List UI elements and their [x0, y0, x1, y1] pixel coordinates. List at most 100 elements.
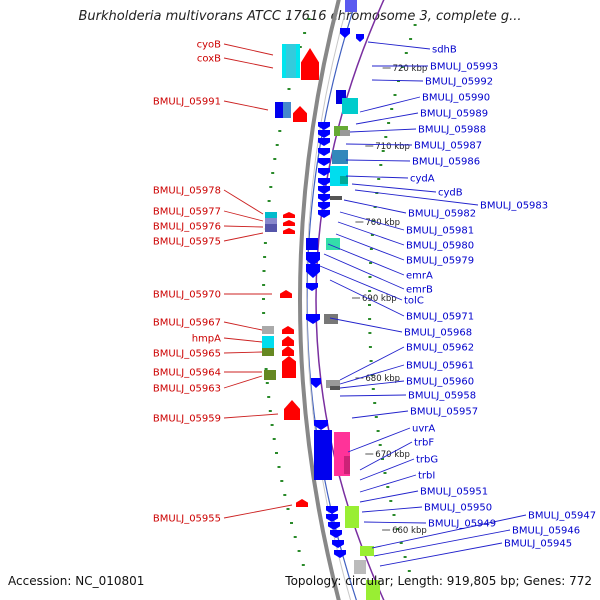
- gene-label-reverse: BMULJ_05955: [153, 514, 221, 525]
- gc-dot-right: [396, 528, 399, 530]
- gc-dot-right: [387, 122, 391, 124]
- leader-line-reverse: [223, 210, 264, 222]
- gc-dot-left: [298, 46, 302, 48]
- leader-line-forward: [349, 128, 417, 133]
- gc-dot-right: [368, 276, 372, 278]
- gc-dot-right: [384, 136, 388, 138]
- feature-box: [324, 314, 338, 324]
- leader-line-reverse: [223, 337, 263, 343]
- feature-box: [330, 196, 342, 200]
- leader-line-forward: [319, 265, 403, 301]
- gene-label-forward: trbG: [416, 455, 438, 466]
- feature-arrow-forward: [318, 194, 330, 202]
- gc-dot-right: [374, 416, 378, 418]
- gc-dot-right: [404, 52, 408, 54]
- accession-text: Accession: NC_010801: [8, 574, 145, 588]
- feature-coxB: [301, 48, 319, 80]
- feature-box: [262, 336, 274, 348]
- feature-arrow-forward: [356, 34, 364, 42]
- gene-label-forward: cydA: [410, 174, 435, 185]
- gene-label-forward: BMULJ_05971: [406, 312, 474, 323]
- gene-label-reverse: BMULJ_05978: [153, 186, 221, 197]
- gc-dot-left: [287, 88, 291, 90]
- gc-dot-left: [271, 172, 275, 174]
- feature-arrow-forward: [314, 420, 328, 430]
- leader-line-reverse: [223, 504, 293, 519]
- feature-arrow-forward: [318, 210, 330, 218]
- feature-05991: [293, 106, 307, 122]
- feature-arrow-forward: [306, 252, 320, 266]
- gc-dot-left: [307, 18, 311, 20]
- feature-box: [332, 150, 348, 164]
- feature-box: [282, 366, 296, 378]
- gc-dot-left: [278, 130, 282, 132]
- leader-line-forward: [345, 159, 411, 162]
- gene-label-forward: emrA: [406, 271, 433, 282]
- feature-box: [275, 102, 283, 118]
- feature-box: [336, 90, 346, 104]
- leader-line-forward: [361, 506, 423, 513]
- gene-label-forward: BMULJ_05945: [504, 539, 572, 550]
- gene-label-forward: BMULJ_05962: [406, 343, 474, 354]
- gene-label-forward: BMULJ_05986: [412, 157, 480, 168]
- leader-line-forward: [367, 41, 431, 50]
- tick-label: 670 kbp: [375, 450, 410, 460]
- feature-cyoB-inner: [286, 44, 296, 78]
- gene-label-forward: BMULJ_05979: [406, 256, 474, 267]
- leader-line-forward: [371, 514, 527, 549]
- gene-label-forward: BMULJ_05949: [428, 519, 496, 530]
- leader-line-reverse: [223, 232, 264, 242]
- leader-line-forward: [329, 317, 403, 333]
- feature-arrow-forward: [306, 283, 318, 291]
- label-leaders: [223, 41, 527, 567]
- gc-dot-left: [262, 270, 266, 272]
- gene-label-forward: BMULJ_05950: [424, 503, 492, 514]
- feature-arrow-forward: [326, 506, 338, 514]
- gc-dot-right: [370, 374, 374, 376]
- feature-arrow-forward: [332, 540, 344, 548]
- gc-dot-left: [290, 522, 293, 524]
- feature-arrow-reverse: [282, 346, 294, 356]
- tick-label: 690 kbp: [362, 294, 397, 304]
- gc-dot-left: [277, 466, 281, 468]
- gene-label-forward: BMULJ_05982: [408, 209, 476, 220]
- gene-label-reverse: cyoB: [197, 40, 222, 51]
- gc-dot-left: [286, 508, 290, 510]
- leader-line-forward: [373, 529, 511, 557]
- gene-label-reverse: coxB: [197, 54, 221, 65]
- gene-label-reverse: BMULJ_05970: [153, 290, 221, 301]
- gene-label-reverse: BMULJ_05965: [153, 349, 221, 360]
- leader-line-forward: [339, 380, 405, 389]
- gc-dot-left: [297, 550, 301, 552]
- leader-line-forward: [354, 189, 479, 206]
- gc-dot-left: [262, 312, 266, 314]
- gene-label-forward: trbF: [414, 438, 434, 449]
- gene-label-forward: cydB: [438, 188, 463, 199]
- leader-line-forward: [339, 211, 405, 231]
- feature-arrow-forward: [318, 130, 330, 138]
- feature-box: [354, 560, 366, 574]
- gc-dot-left: [275, 144, 279, 146]
- leader-line-forward: [371, 79, 424, 82]
- leader-line-forward: [339, 394, 407, 397]
- feature-arrow-reverse: [283, 220, 295, 226]
- gc-dot-left: [283, 494, 287, 496]
- gene-label-forward: emrB: [406, 285, 433, 296]
- gc-dot-left: [275, 452, 278, 454]
- gc-dot-right: [386, 486, 390, 488]
- feature-arrow-forward: [318, 178, 330, 186]
- gene-label-forward: BMULJ_05990: [422, 93, 490, 104]
- gene-label-reverse: BMULJ_05963: [153, 384, 221, 395]
- backbone-arc: [298, 0, 341, 600]
- leader-line-reverse: [223, 43, 274, 56]
- leader-line-forward: [327, 243, 405, 276]
- leader-line-reverse: [223, 321, 263, 331]
- gc-dot-right: [407, 570, 411, 572]
- feature-arrow-reverse: [283, 212, 295, 218]
- gc-dot-right: [413, 24, 417, 26]
- feature-box: [344, 456, 350, 474]
- gene-label-reverse: BMULJ_05976: [153, 222, 221, 233]
- gene-label-forward: trbI: [418, 471, 435, 482]
- gc-dot-right: [369, 262, 373, 264]
